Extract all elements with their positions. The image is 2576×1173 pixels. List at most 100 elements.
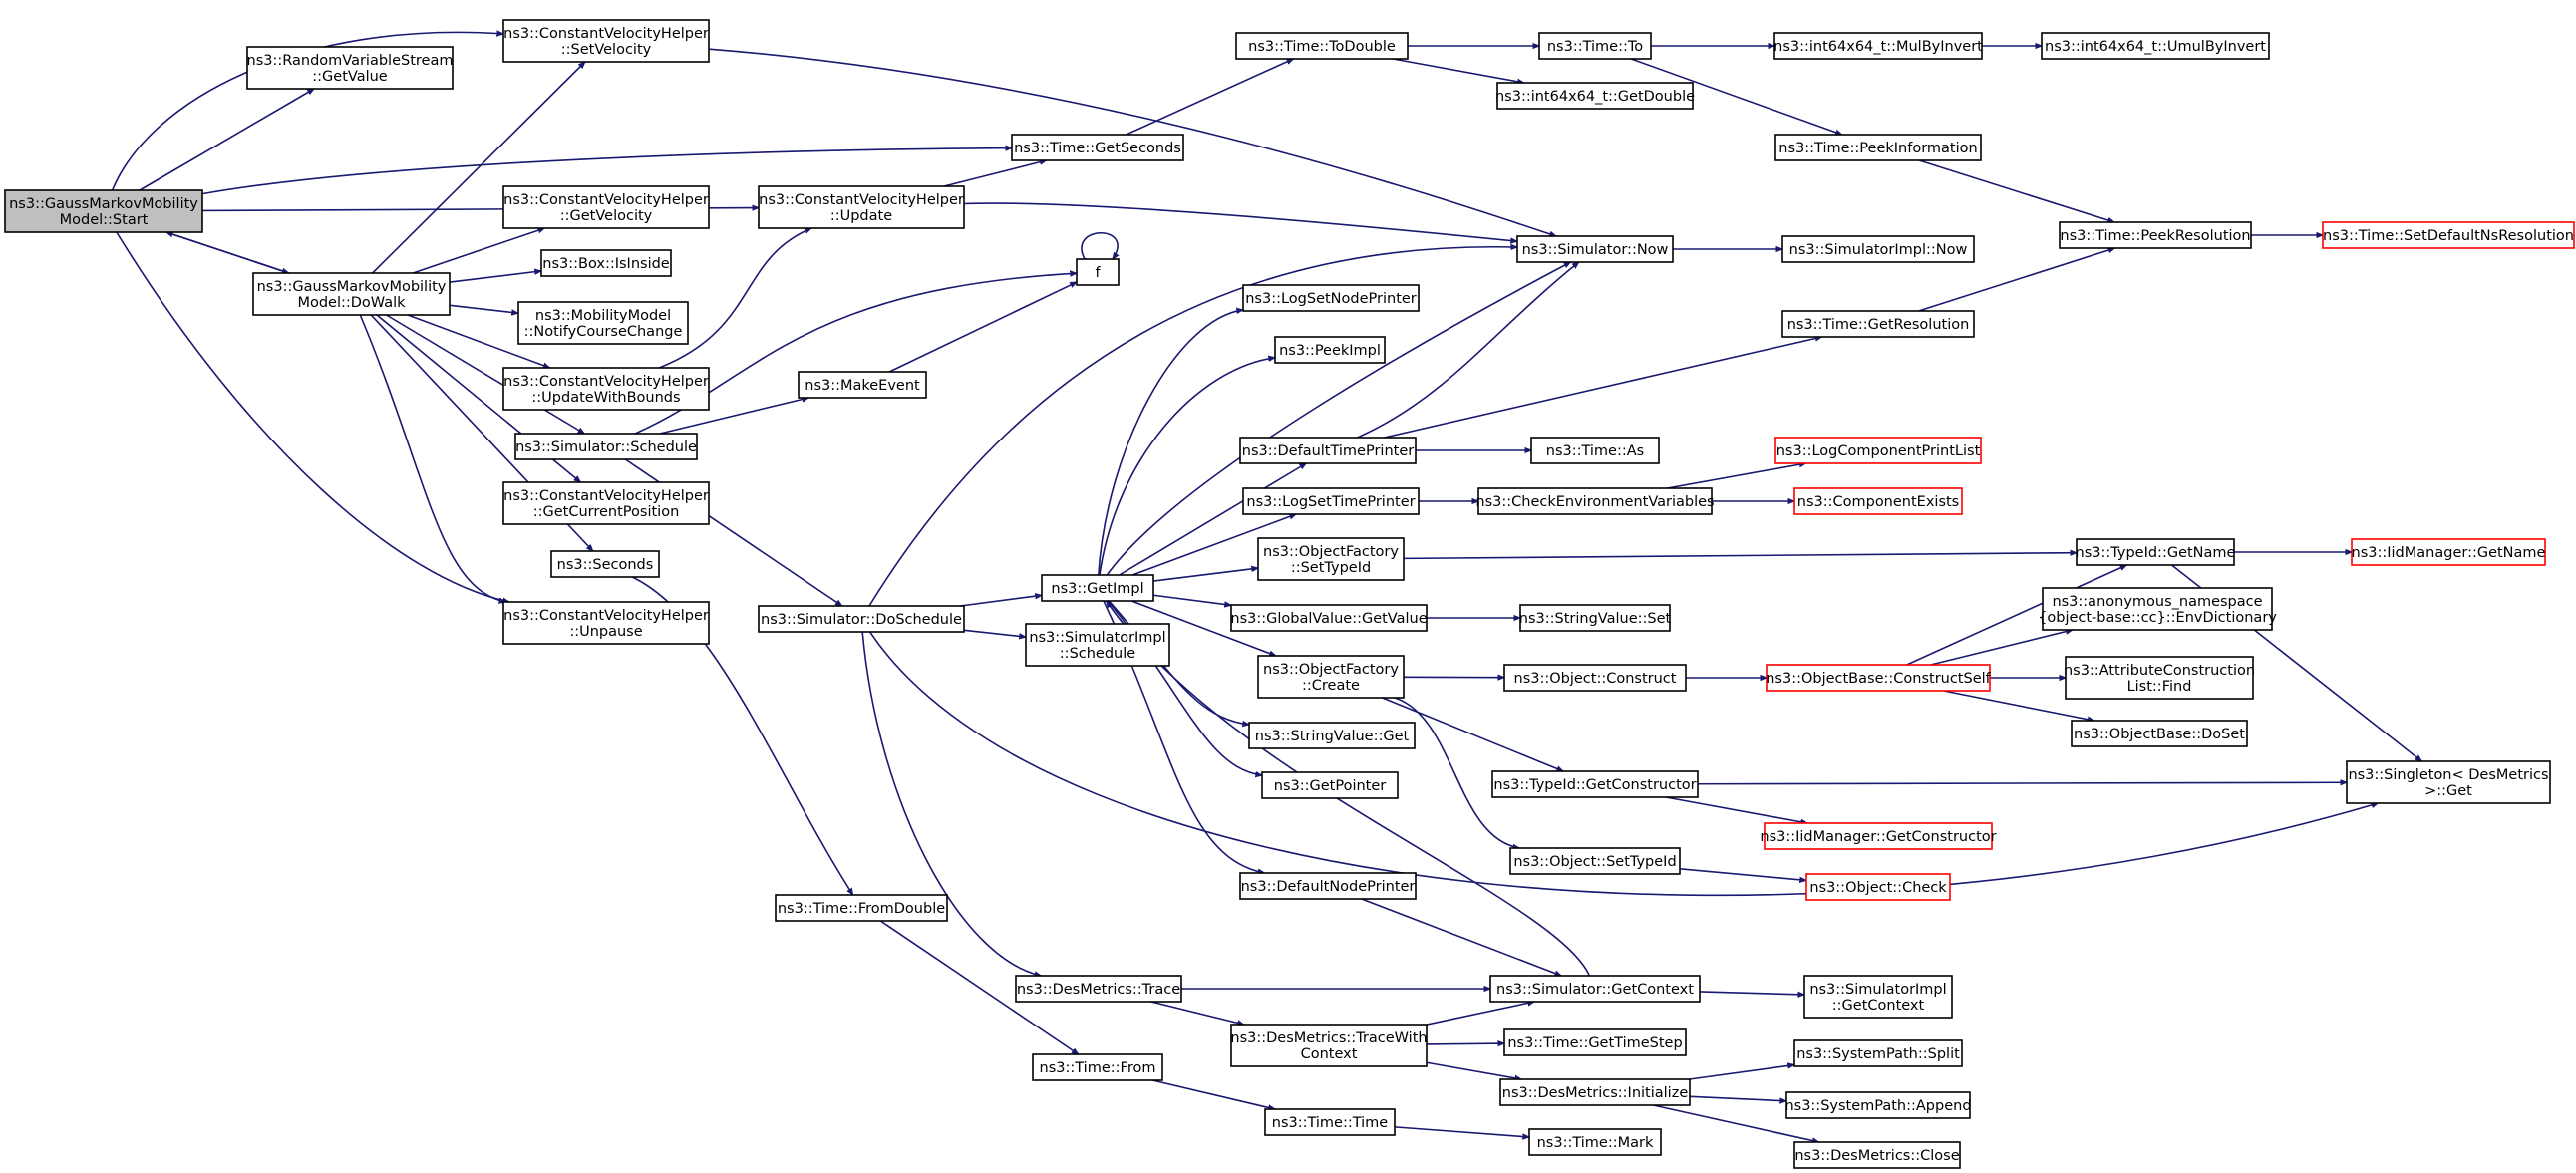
node-box[interactable] (1239, 437, 1417, 464)
node-box[interactable] (2065, 656, 2254, 700)
node-iid-getconstructor[interactable]: ns3::IidManager::GetConstructor (1760, 822, 1997, 850)
node-getpointer[interactable]: ns3::GetPointer (1261, 771, 1399, 799)
node-box[interactable] (1530, 437, 1660, 464)
node-anon-envdictionary[interactable]: ns3::anonymous_namespace{object-base::cc… (2038, 587, 2277, 631)
node-box[interactable] (1011, 134, 1184, 161)
node-box[interactable] (1264, 1108, 1396, 1136)
node-sp-split[interactable]: ns3::SystemPath::Split (1793, 1039, 1963, 1067)
node-box[interactable] (502, 367, 710, 411)
node-simimpl-getcontext[interactable]: ns3::SimulatorImpl::GetContext (1803, 975, 1953, 1019)
node-box[interactable] (502, 185, 710, 229)
node-box[interactable] (1781, 235, 1975, 263)
node-time-todouble[interactable]: ns3::Time::ToDouble (1235, 32, 1409, 60)
node-dm-close[interactable]: ns3::DesMetrics::Close (1793, 1141, 1961, 1169)
node-box[interactable] (1257, 537, 1405, 581)
node-box[interactable] (758, 605, 965, 633)
node-box[interactable] (502, 19, 710, 63)
node-box[interactable] (1076, 258, 1120, 286)
node-box[interactable] (1519, 604, 1671, 632)
node-tid-getconstructor[interactable]: ns3::TypeId::GetConstructor (1491, 770, 1699, 798)
node-seconds[interactable]: ns3::Seconds (550, 550, 660, 578)
node-box[interactable] (502, 601, 710, 645)
node-ob-doset[interactable]: ns3::ObjectBase::DoSet (2071, 720, 2248, 747)
node-box[interactable] (2041, 32, 2270, 60)
node-box[interactable] (502, 481, 710, 525)
node-cvh-unpause[interactable]: ns3::ConstantVelocityHelper::Unpause (502, 601, 710, 645)
node-box[interactable] (1242, 487, 1420, 515)
node-time-from[interactable]: ns3::Time::From (1032, 1053, 1163, 1081)
node-time-getseconds[interactable]: ns3::Time::GetSeconds (1011, 134, 1184, 161)
node-logsetnodeprinter[interactable]: ns3::LogSetNodePrinter (1242, 284, 1420, 312)
node-sv-set[interactable]: ns3::StringValue::Set (1519, 604, 1672, 632)
node-dm-initialize[interactable]: ns3::DesMetrics::Initialize (1499, 1078, 1691, 1106)
node-logsettimeprinter[interactable]: ns3::LogSetTimePrinter (1242, 487, 1420, 515)
node-box[interactable] (252, 272, 451, 316)
node-box[interactable] (2351, 538, 2546, 566)
node-sim-getcontext[interactable]: ns3::Simulator::GetContext (1489, 975, 1701, 1003)
node-box[interactable] (1041, 574, 1154, 602)
node-time-as[interactable]: ns3::Time::As (1530, 437, 1660, 464)
node-time-fromdouble[interactable]: ns3::Time::FromDouble (775, 894, 948, 922)
node-box[interactable] (1785, 1091, 1971, 1119)
node-defaultnodeprinter[interactable]: ns3::DefaultNodePrinter (1239, 872, 1417, 900)
node-tid-getname[interactable]: ns3::TypeId::GetName (2076, 538, 2236, 566)
node-box[interactable] (1538, 32, 1652, 60)
node-box[interactable] (1235, 32, 1409, 60)
node-desmetrics-trace[interactable]: ns3::DesMetrics::Trace (1015, 975, 1182, 1003)
node-box[interactable] (2042, 587, 2273, 631)
node-box[interactable] (540, 249, 672, 277)
node-box[interactable] (1239, 872, 1417, 900)
node-box[interactable] (550, 550, 660, 578)
node-box[interactable] (2059, 221, 2252, 249)
node-box[interactable] (1015, 975, 1182, 1003)
node-time-peekinformation[interactable]: ns3::Time::PeekInformation (1774, 134, 1982, 161)
node-simimpl-schedule[interactable]: ns3::SimulatorImpl::Schedule (1025, 623, 1170, 667)
node-logcomponentprintlist[interactable]: ns3::LogComponentPrintList (1774, 437, 1982, 464)
node-box[interactable] (1805, 873, 1951, 901)
node-box[interactable] (514, 433, 698, 460)
node-box[interactable] (1781, 310, 1975, 338)
node-singleton-get[interactable]: ns3::Singleton< DesMetrics>::Get (2346, 760, 2551, 804)
node-i64-umulbyinvert[interactable]: ns3::int64x64_t::UmulByInvert (2041, 32, 2270, 60)
node-of-create[interactable]: ns3::ObjectFactory::Create (1257, 655, 1405, 699)
node-box[interactable] (1774, 134, 1982, 161)
node-peekimpl[interactable]: ns3::PeekImpl (1274, 336, 1386, 364)
node-box[interactable] (1489, 975, 1701, 1003)
node-box[interactable] (775, 894, 948, 922)
node-time-time[interactable]: ns3::Time::Time (1264, 1108, 1396, 1136)
node-box[interactable] (1773, 32, 1983, 60)
node-iid-getname[interactable]: ns3::IidManager::GetName (2351, 538, 2546, 566)
node-box[interactable] (1509, 847, 1681, 875)
node-i64-getdouble[interactable]: ns3::int64x64_t::GetDouble (1495, 82, 1695, 110)
node-of-settypeid[interactable]: ns3::ObjectFactory::SetTypeId (1257, 537, 1405, 581)
node-time-peekresolution[interactable]: ns3::Time::PeekResolution (2059, 221, 2252, 249)
node-box[interactable] (1774, 437, 1982, 464)
node-rvs-getvalue[interactable]: ns3::RandomVariableStream::GetValue (246, 46, 454, 90)
node-cvh-setvelocity[interactable]: ns3::ConstantVelocityHelper::SetVelocity (502, 19, 710, 63)
node-getimpl[interactable]: ns3::GetImpl (1041, 574, 1154, 602)
node-cvh-getcurrentposition[interactable]: ns3::ConstantVelocityHelper::GetCurrentP… (502, 481, 710, 525)
node-box[interactable] (1766, 664, 1991, 692)
node-ob-constructself[interactable]: ns3::ObjectBase::ConstructSelf (1766, 664, 1992, 692)
node-cvh-update[interactable]: ns3::ConstantVelocityHelper::Update (758, 185, 965, 229)
node-box[interactable] (1764, 822, 1993, 850)
node-box[interactable] (1477, 487, 1713, 515)
node-time-mark[interactable]: ns3::Time::Mark (1528, 1128, 1662, 1156)
node-box[interactable] (798, 371, 927, 399)
node-box[interactable] (1230, 604, 1428, 632)
node-time-setdefaultnsresolution[interactable]: ns3::Time::SetDefaultNsResolution (2322, 221, 2575, 249)
node-sv-get[interactable]: ns3::StringValue::Get (1248, 722, 1416, 749)
node-defaulttimeprinter[interactable]: ns3::DefaultTimePrinter (1239, 437, 1417, 464)
node-box[interactable] (758, 185, 965, 229)
node-box[interactable] (246, 46, 454, 90)
node-time-getresolution[interactable]: ns3::Time::GetResolution (1781, 310, 1975, 338)
node-box[interactable] (1491, 770, 1699, 798)
node-makeevent[interactable]: ns3::MakeEvent (798, 371, 927, 399)
node-sim-doschedule[interactable]: ns3::Simulator::DoSchedule (758, 605, 965, 633)
node-box[interactable] (4, 189, 203, 233)
node-f[interactable]: f (1076, 258, 1120, 286)
node-box[interactable] (1230, 1024, 1428, 1067)
